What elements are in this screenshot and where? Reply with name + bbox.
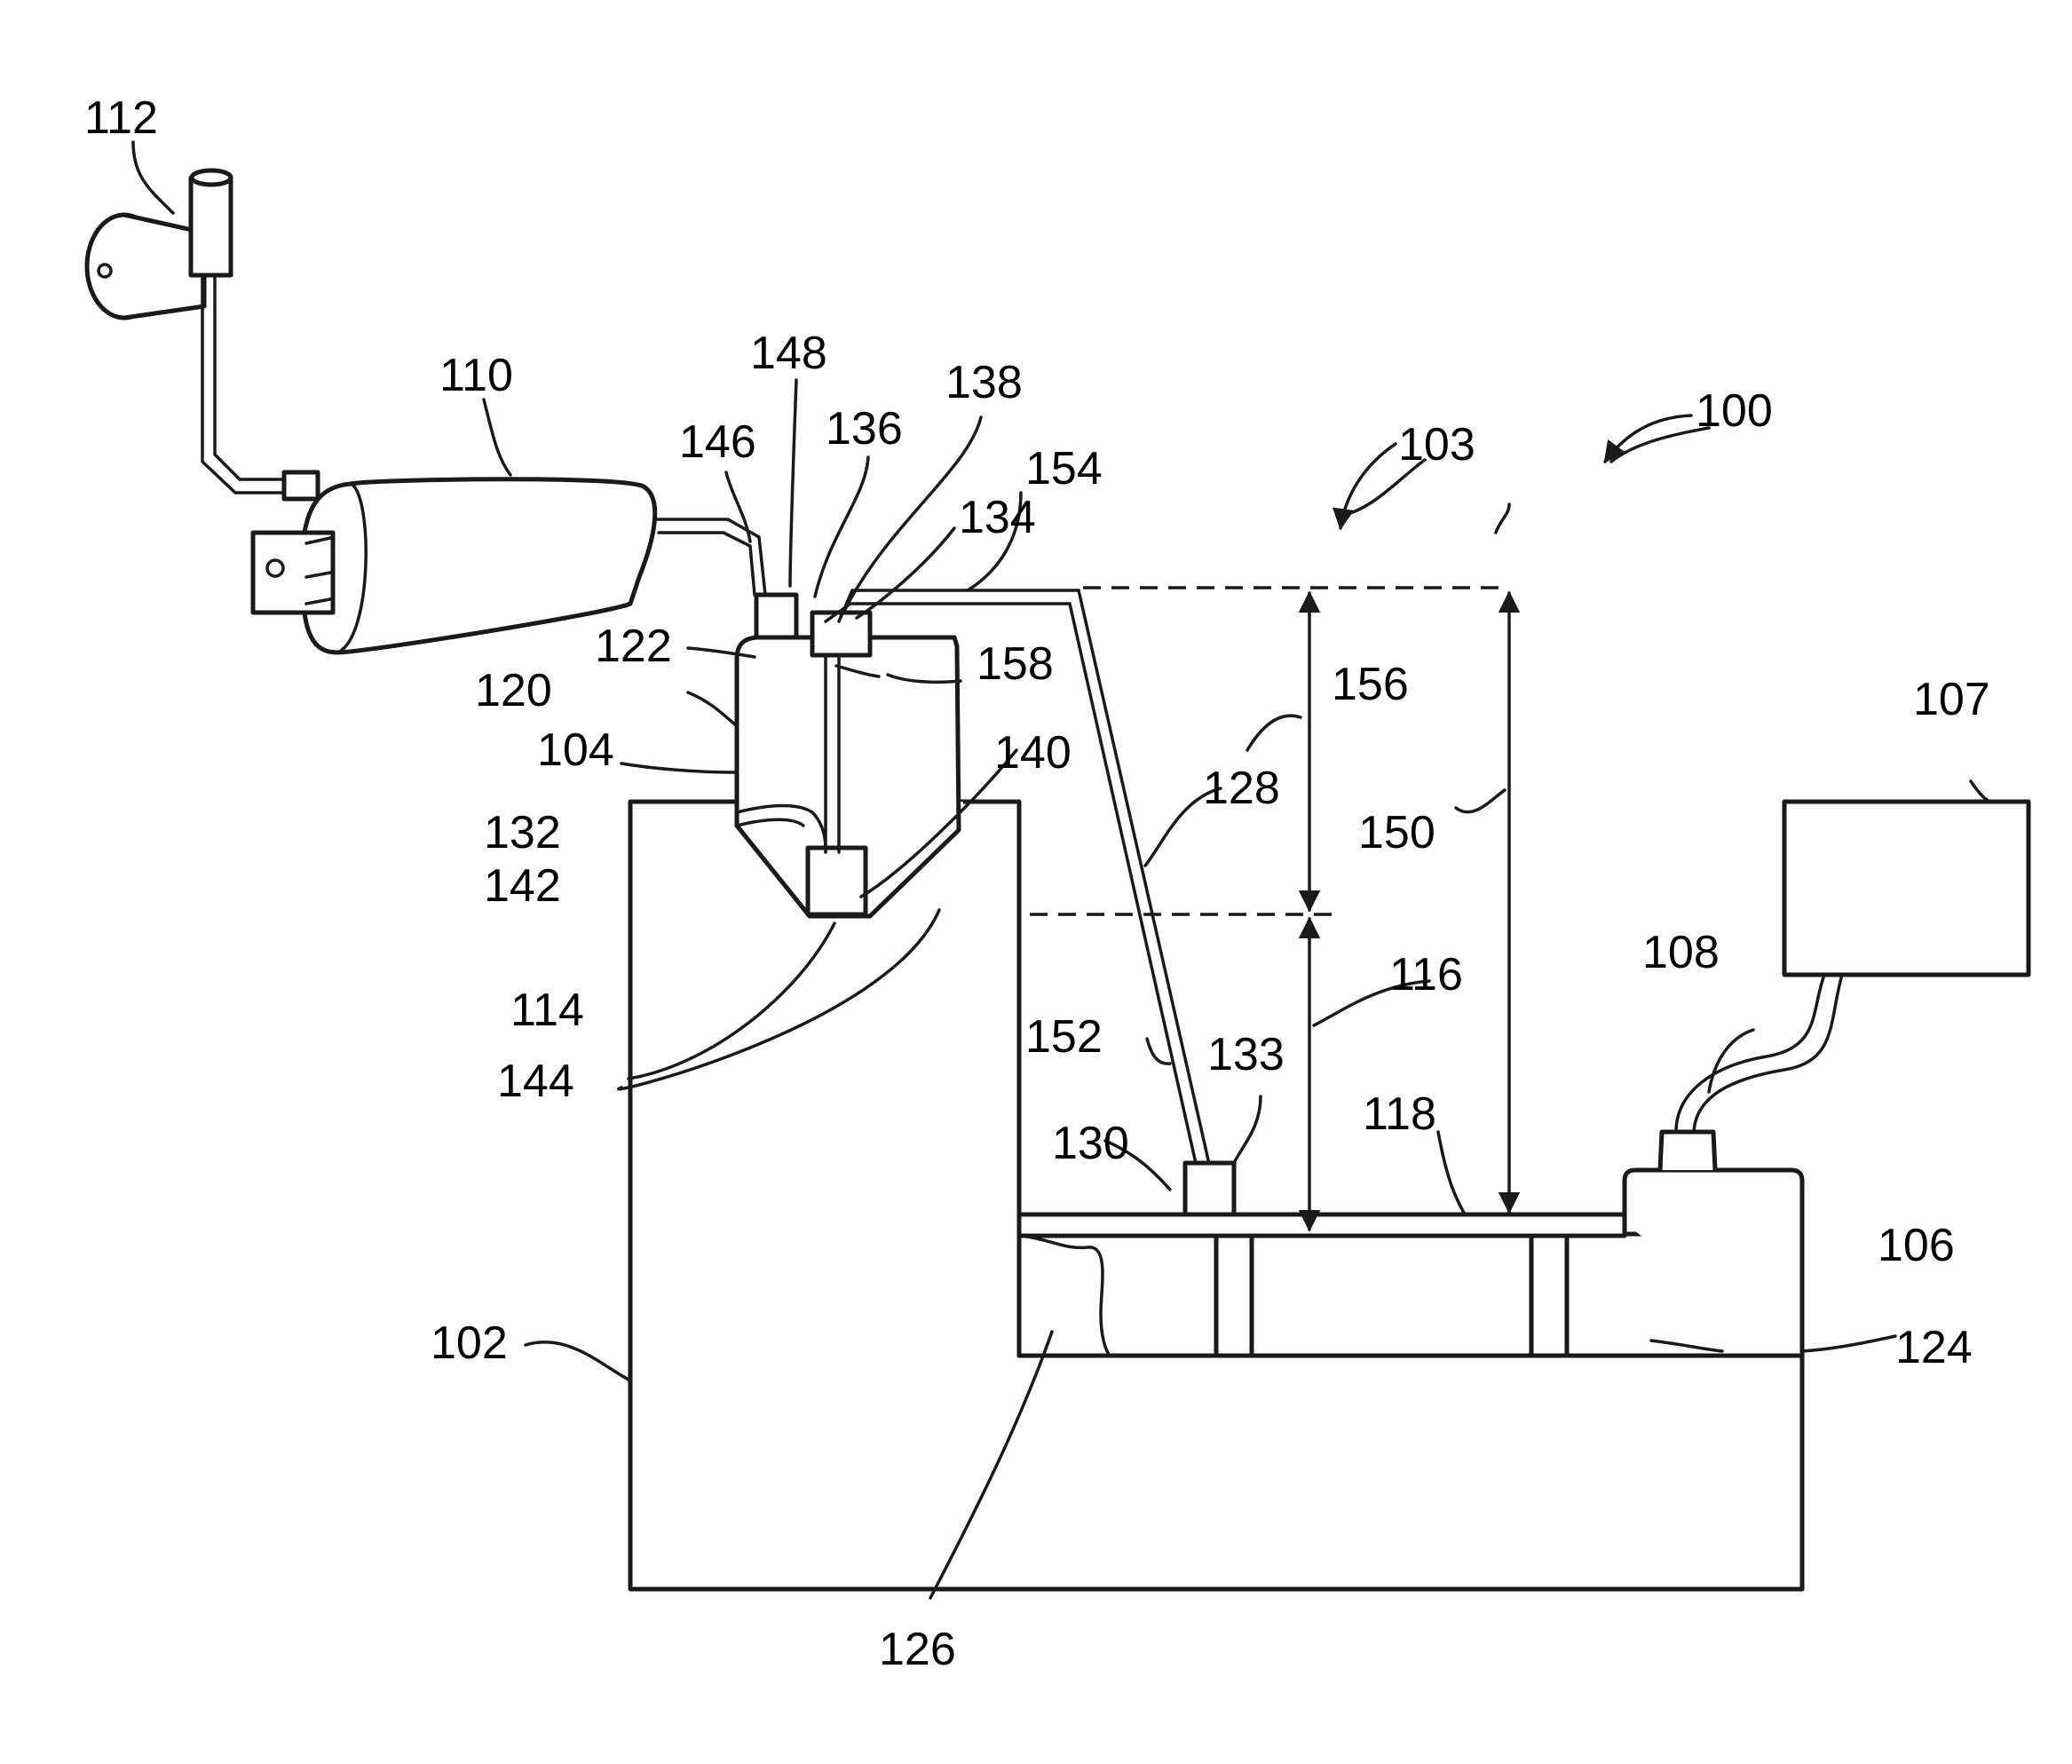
reservoir (737, 595, 959, 916)
label-152: 152 (1025, 1011, 1103, 1063)
valve (87, 170, 318, 499)
label-140: 140 (994, 727, 1072, 779)
label-144: 144 (497, 1056, 574, 1107)
reference-labels: 112 110 146 148 136 138 154 134 103 100 … (84, 92, 1990, 1675)
label-128: 128 (1203, 763, 1280, 814)
filter (253, 479, 765, 653)
label-118: 118 (1363, 1088, 1436, 1140)
label-122: 122 (595, 621, 672, 672)
label-158: 158 (977, 638, 1054, 690)
label-106: 106 (1878, 1220, 1955, 1271)
label-100: 100 (1696, 385, 1773, 437)
label-126: 126 (879, 1624, 956, 1675)
leader-lines (133, 142, 1993, 1598)
label-116: 116 (1389, 949, 1463, 1001)
label-138: 138 (945, 357, 1023, 408)
label-133: 133 (1207, 1029, 1285, 1080)
label-104: 104 (537, 724, 614, 776)
label-156: 156 (1332, 659, 1409, 710)
label-110: 110 (439, 350, 513, 401)
label-107: 107 (1913, 674, 1990, 725)
label-148: 148 (750, 328, 827, 379)
label-130: 130 (1052, 1118, 1129, 1169)
label-154: 154 (1025, 443, 1103, 494)
label-136: 136 (826, 403, 903, 455)
label-102: 102 (431, 1317, 508, 1369)
label-132: 132 (484, 807, 561, 858)
label-112: 112 (84, 92, 158, 144)
label-142: 142 (484, 860, 561, 912)
label-134: 134 (959, 492, 1036, 543)
cable (1676, 975, 1842, 1132)
label-146: 146 (679, 416, 756, 468)
label-150: 150 (1358, 807, 1435, 858)
label-120: 120 (475, 665, 552, 716)
label-114: 114 (510, 985, 584, 1036)
control-box (1784, 802, 2029, 975)
label-124: 124 (1895, 1322, 1973, 1373)
figure-arrows (1340, 415, 1691, 528)
tank-base (1019, 1132, 1802, 1356)
label-108: 108 (1642, 927, 1720, 978)
label-103: 103 (1398, 419, 1475, 471)
